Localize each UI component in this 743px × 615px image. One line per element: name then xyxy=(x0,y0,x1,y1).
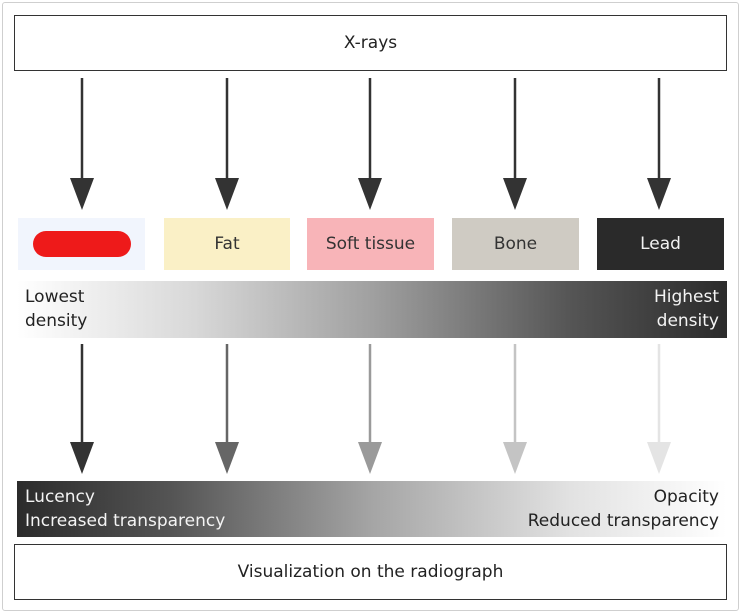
material-label: Bone xyxy=(493,234,538,254)
label-line: Increased transparency xyxy=(25,511,226,531)
arrow-down-icon xyxy=(70,78,94,210)
xrays-label: X-rays xyxy=(343,33,398,53)
redaction-mark xyxy=(32,231,131,257)
material-soft-tissue-box: Soft tissue xyxy=(307,218,434,270)
arrow-down-icon xyxy=(215,344,239,474)
arrow-down-icon xyxy=(358,344,382,474)
material-label: Lead xyxy=(640,234,681,254)
highest-density-label: Highest density xyxy=(654,285,719,333)
arrow-down-icon xyxy=(503,78,527,210)
arrow-down-icon xyxy=(503,344,527,474)
arrow-down-icon xyxy=(647,78,671,210)
material-bone-box: Bone xyxy=(452,218,579,270)
label-line: density xyxy=(25,311,88,331)
xrays-box: X-rays xyxy=(14,15,727,71)
material-lead-box: Lead xyxy=(597,218,724,270)
label-line: Lucency xyxy=(25,487,95,507)
density-gradient-bar: Lowest density Highest density xyxy=(17,281,727,338)
opacity-label: Opacity Reduced transparency xyxy=(528,485,719,533)
arrow-down-icon xyxy=(647,344,671,474)
label-line: Highest xyxy=(653,287,719,307)
label-line: Reduced transparency xyxy=(527,511,719,531)
arrow-down-icon xyxy=(70,344,94,474)
material-fat-box: Fat xyxy=(164,218,290,270)
label-line: Opacity xyxy=(653,487,719,507)
radiograph-visualization-box: Visualization on the radiograph xyxy=(14,544,727,600)
visualization-label: Visualization on the radiograph xyxy=(237,562,504,582)
label-line: density xyxy=(656,311,719,331)
material-label: Fat xyxy=(214,234,240,254)
material-label: Soft tissue xyxy=(325,234,416,254)
arrow-down-icon xyxy=(358,78,382,210)
material-air-box xyxy=(18,218,145,270)
arrow-down-icon xyxy=(215,78,239,210)
label-line: Lowest xyxy=(25,287,85,307)
lucency-label: Lucency Increased transparency xyxy=(25,485,225,533)
lowest-density-label: Lowest density xyxy=(25,285,87,333)
transparency-gradient-bar: Lucency Increased transparency Opacity R… xyxy=(17,481,727,537)
